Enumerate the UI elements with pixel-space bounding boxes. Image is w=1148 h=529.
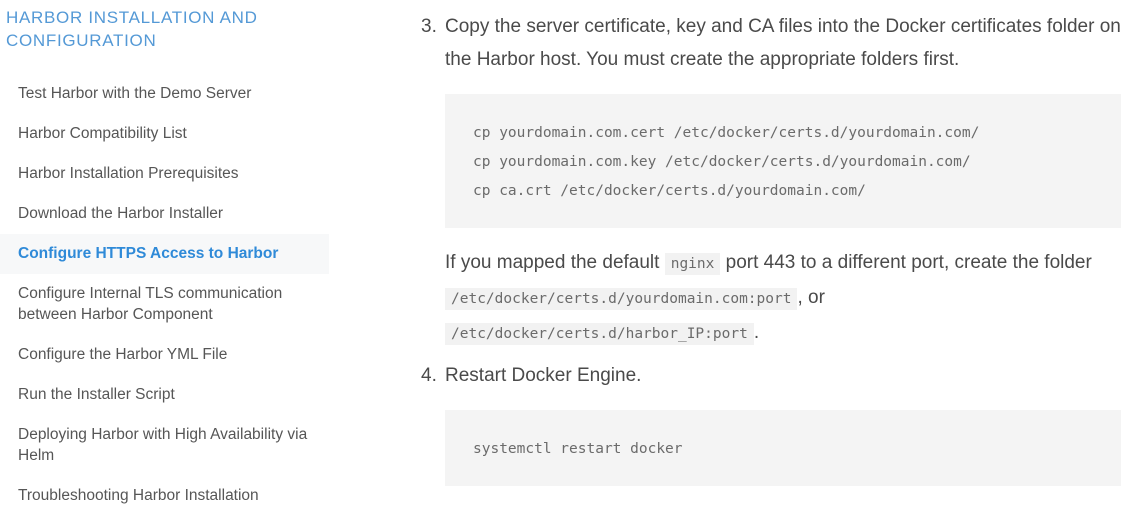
list-item-step-3: 3. Copy the server certificate, key and … <box>415 10 1148 76</box>
sidebar-item-harbor-installation-prerequisites[interactable]: Harbor Installation Prerequisites <box>18 165 239 182</box>
sidebar-item-harbor-compatibility-list[interactable]: Harbor Compatibility List <box>18 125 187 142</box>
note-text-part-1: If you mapped the default <box>445 252 660 273</box>
code-block-copy-certificates[interactable]: cp yourdomain.com.cert /etc/docker/certs… <box>445 94 1121 228</box>
code-block-1-content: cp yourdomain.com.cert /etc/docker/certs… <box>473 125 980 199</box>
sidebar-item-configure-internal-tls[interactable]: Configure Internal TLS communication bet… <box>18 285 283 323</box>
list-marker-3: 3. <box>421 16 437 37</box>
note-paragraph-port-mapping: If you mapped the default nginx port 443… <box>415 246 1121 351</box>
note-text-part-2: port 443 to a different port, create the… <box>725 252 1092 273</box>
main-content: 3. Copy the server certificate, key and … <box>415 0 1148 529</box>
inline-code-nginx: nginx <box>664 253 721 275</box>
sidebar-item-download-harbor-installer[interactable]: Download the Harbor Installer <box>18 205 224 222</box>
step-3-text: Copy the server certificate, key and CA … <box>445 16 1121 70</box>
sidebar-item-list: Test Harbor with the Demo Server Harbor … <box>0 74 415 516</box>
sidebar-item-run-installer-script[interactable]: Run the Installer Script <box>18 386 175 403</box>
code-block-2-content: systemctl restart docker <box>473 441 683 457</box>
list-marker-4: 4. <box>421 365 437 386</box>
note-text-part-4: . <box>753 322 760 343</box>
inline-code-certs-path-domain-port: /etc/docker/certs.d/yourdomain.com:port <box>445 288 798 310</box>
sidebar-section-title: HARBOR INSTALLATION AND CONFIGURATION <box>6 8 258 50</box>
inline-code-certs-path-harbor-ip-port: /etc/docker/certs.d/harbor_IP:port <box>445 323 754 345</box>
instruction-list: 3. Copy the server certificate, key and … <box>415 10 1148 486</box>
sidebar-item-deploying-harbor-ha-helm[interactable]: Deploying Harbor with High Availability … <box>18 426 308 464</box>
sidebar-item-configure-harbor-yml[interactable]: Configure the Harbor YML File <box>18 346 228 363</box>
code-block-restart-docker[interactable]: systemctl restart docker <box>445 410 1121 486</box>
sidebar-navigation: HARBOR INSTALLATION AND CONFIGURATION Te… <box>0 0 415 529</box>
note-text-part-3: , or <box>797 287 825 308</box>
sidebar-item-test-harbor-demo-server[interactable]: Test Harbor with the Demo Server <box>18 85 252 102</box>
list-item-step-4: 4. Restart Docker Engine. <box>415 359 1148 392</box>
sidebar-item-configure-https-access[interactable]: Configure HTTPS Access to Harbor <box>0 234 329 274</box>
step-4-text: Restart Docker Engine. <box>445 365 642 386</box>
sidebar-item-troubleshooting-harbor-installation[interactable]: Troubleshooting Harbor Installation <box>18 487 259 504</box>
